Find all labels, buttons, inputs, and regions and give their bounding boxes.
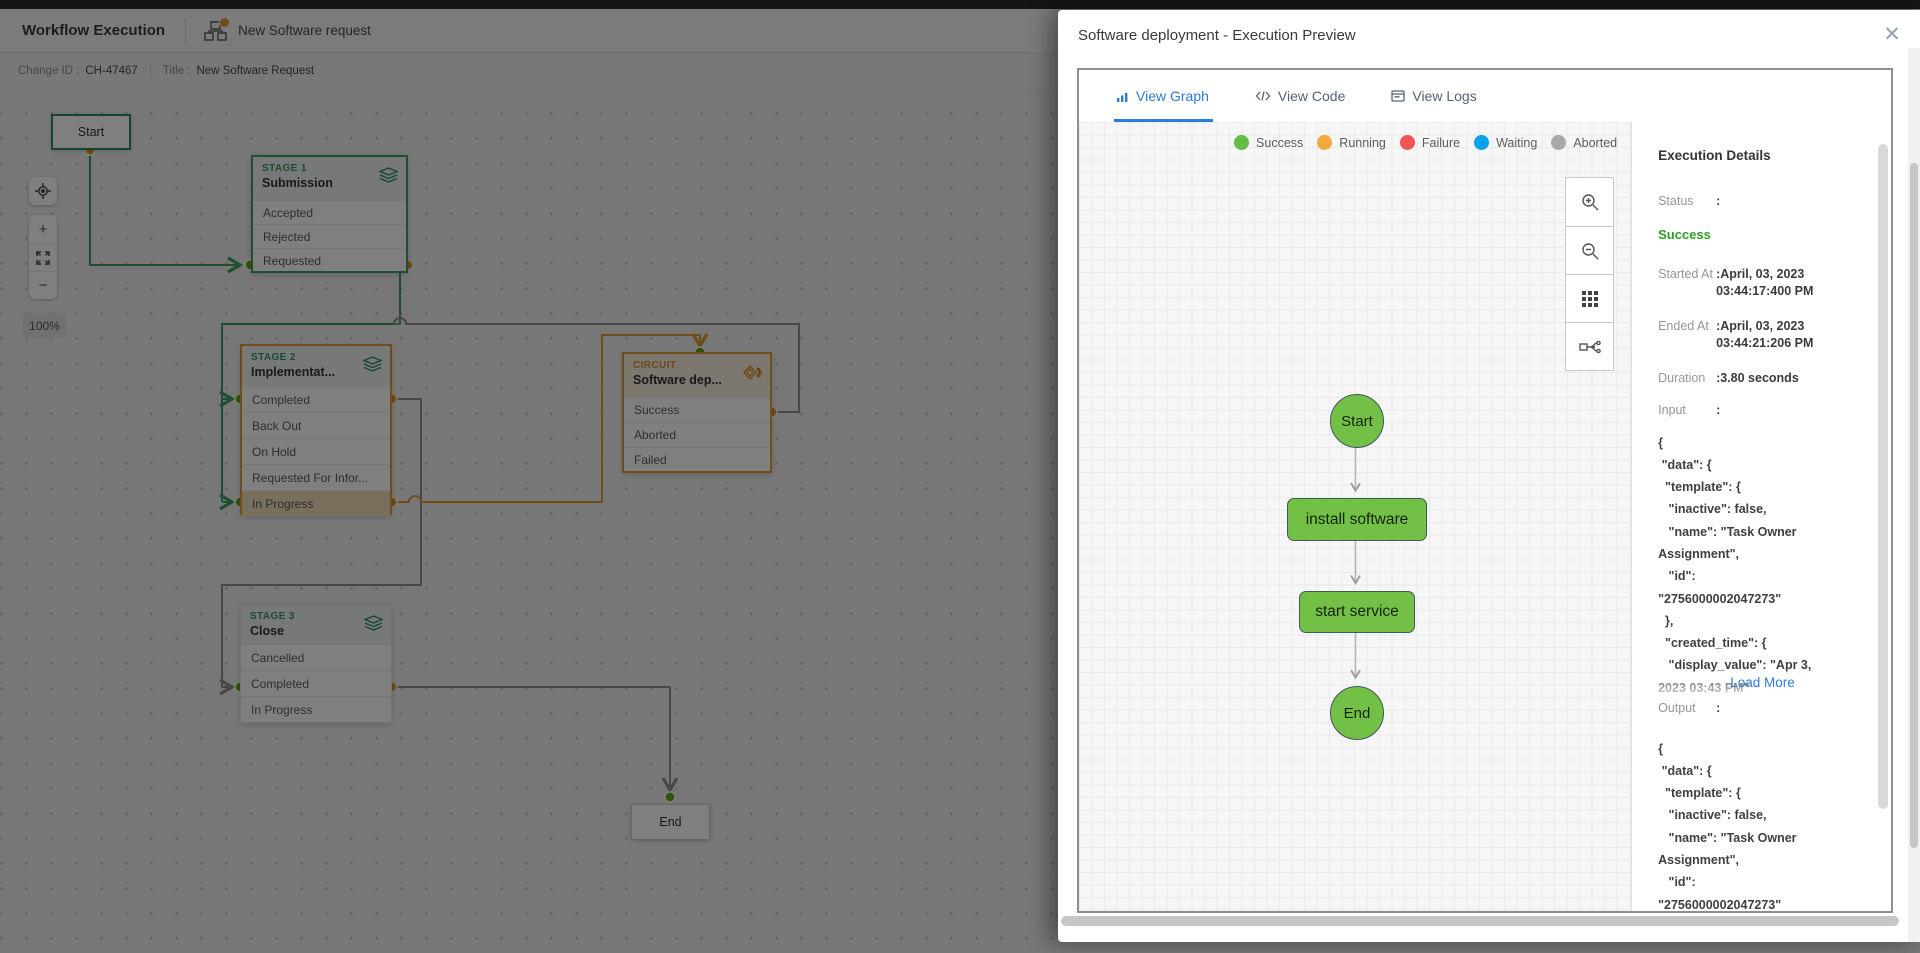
legend-item-failure: Failure — [1399, 135, 1460, 150]
zoom-in-icon — [1581, 194, 1598, 211]
legend-item-success: Success — [1234, 135, 1303, 150]
preview-card: View Graph View Code View Logs Success R… — [1077, 68, 1893, 913]
details-heading: Execution Details — [1658, 148, 1771, 163]
tab-label: View Graph — [1136, 88, 1209, 104]
node-label: install software — [1305, 510, 1409, 528]
input-json: { "data": { "template": { "inactive": fa… — [1658, 435, 1812, 695]
graph-node-start-service[interactable]: start service — [1299, 591, 1415, 633]
input-label: Input — [1658, 403, 1686, 417]
aborted-dot-icon — [1551, 135, 1567, 150]
tab-label: View Logs — [1412, 88, 1477, 104]
ended-at-value: :April, 03, 2023 03:44:21:206 PM — [1716, 318, 1814, 351]
graph-node-start[interactable]: Start — [1330, 394, 1384, 448]
modal-vertical-scrollbar-thumb[interactable] — [1910, 163, 1918, 848]
waiting-dot-icon — [1474, 135, 1490, 150]
flow-layout-icon — [1578, 340, 1601, 353]
close-icon[interactable]: ✕ — [1883, 23, 1901, 46]
graph-node-install-software[interactable]: install software — [1287, 498, 1427, 541]
execution-graph-canvas[interactable]: Success Running Failure Waiting Aborted — [1079, 122, 1632, 911]
started-at-row: Started At :April, 03, 2023 03:44:17:400… — [1658, 266, 1867, 301]
input-row: Input : — [1658, 402, 1867, 420]
legend-item-aborted: Aborted — [1551, 135, 1617, 150]
load-more-link[interactable]: Load More — [1730, 675, 1795, 691]
started-at-value: :April, 03, 2023 03:44:17:400 PM — [1716, 266, 1814, 299]
ended-at-label: Ended At — [1658, 318, 1709, 333]
execution-preview-modal: Software deployment - Execution Preview … — [1058, 10, 1920, 942]
node-label: Start — [1341, 412, 1373, 430]
zoom-out-icon — [1581, 242, 1598, 259]
status-value: Success — [1658, 226, 1711, 242]
graph-edges — [1350, 446, 1361, 680]
modal-title: Software deployment - Execution Preview — [1078, 27, 1356, 44]
duration-value: :3.80 seconds — [1716, 370, 1799, 385]
logs-icon — [1391, 90, 1406, 102]
json-fade — [1658, 673, 1867, 700]
tab-view-code[interactable]: View Code — [1255, 70, 1345, 122]
legend-item-running: Running — [1317, 135, 1386, 150]
started-at-label: Started At — [1658, 266, 1713, 281]
status-colon: : — [1716, 194, 1721, 208]
status-row: Status : — [1658, 193, 1867, 211]
duration-label: Duration — [1658, 370, 1706, 385]
input-colon: : — [1716, 403, 1721, 417]
modal-horizontal-scrollbar-thumb[interactable] — [1061, 916, 1899, 926]
tab-label: View Code — [1277, 88, 1346, 104]
node-label: start service — [1315, 603, 1399, 620]
tab-bar: View Graph View Code View Logs — [1079, 70, 1891, 122]
success-dot-icon — [1234, 135, 1250, 150]
output-json: { "data": { "template": { "inactive": fa… — [1658, 741, 1797, 911]
graph-node-end[interactable]: End — [1330, 686, 1384, 740]
code-icon — [1255, 90, 1271, 102]
legend-item-waiting: Waiting — [1474, 135, 1537, 150]
auto-layout-button[interactable] — [1566, 322, 1613, 370]
status-legend: Success Running Failure Waiting Aborted — [1234, 135, 1617, 150]
failure-dot-icon — [1399, 135, 1415, 150]
node-label: End — [1343, 704, 1371, 722]
output-colon: : — [1716, 701, 1721, 716]
execution-details-panel: Execution Details Status : Success Start… — [1631, 122, 1891, 911]
status-label: Status — [1658, 194, 1694, 208]
bar-chart-icon — [1116, 90, 1129, 103]
graph-zoom-out-button[interactable] — [1566, 226, 1613, 274]
grid-view-button[interactable] — [1566, 274, 1613, 322]
tab-view-logs[interactable]: View Logs — [1391, 70, 1477, 122]
tab-view-graph[interactable]: View Graph — [1114, 70, 1213, 122]
modal-vertical-scrollbar[interactable] — [1908, 48, 1920, 942]
graph-zoom-toolbar — [1565, 177, 1614, 371]
graph-zoom-in-button[interactable] — [1566, 178, 1613, 226]
grid-icon — [1581, 290, 1598, 307]
output-row: Output : — [1658, 700, 1867, 718]
running-dot-icon — [1317, 135, 1333, 150]
duration-row: Duration :3.80 seconds — [1658, 370, 1867, 388]
input-json-wrap: { "data": { "template": { "inactive": fa… — [1658, 432, 1867, 700]
card-body: Success Running Failure Waiting Aborted — [1079, 122, 1891, 911]
details-scrollbar-thumb[interactable] — [1878, 144, 1888, 809]
ended-at-row: Ended At :April, 03, 2023 03:44:21:206 P… — [1658, 318, 1867, 353]
output-label: Output — [1658, 701, 1696, 716]
